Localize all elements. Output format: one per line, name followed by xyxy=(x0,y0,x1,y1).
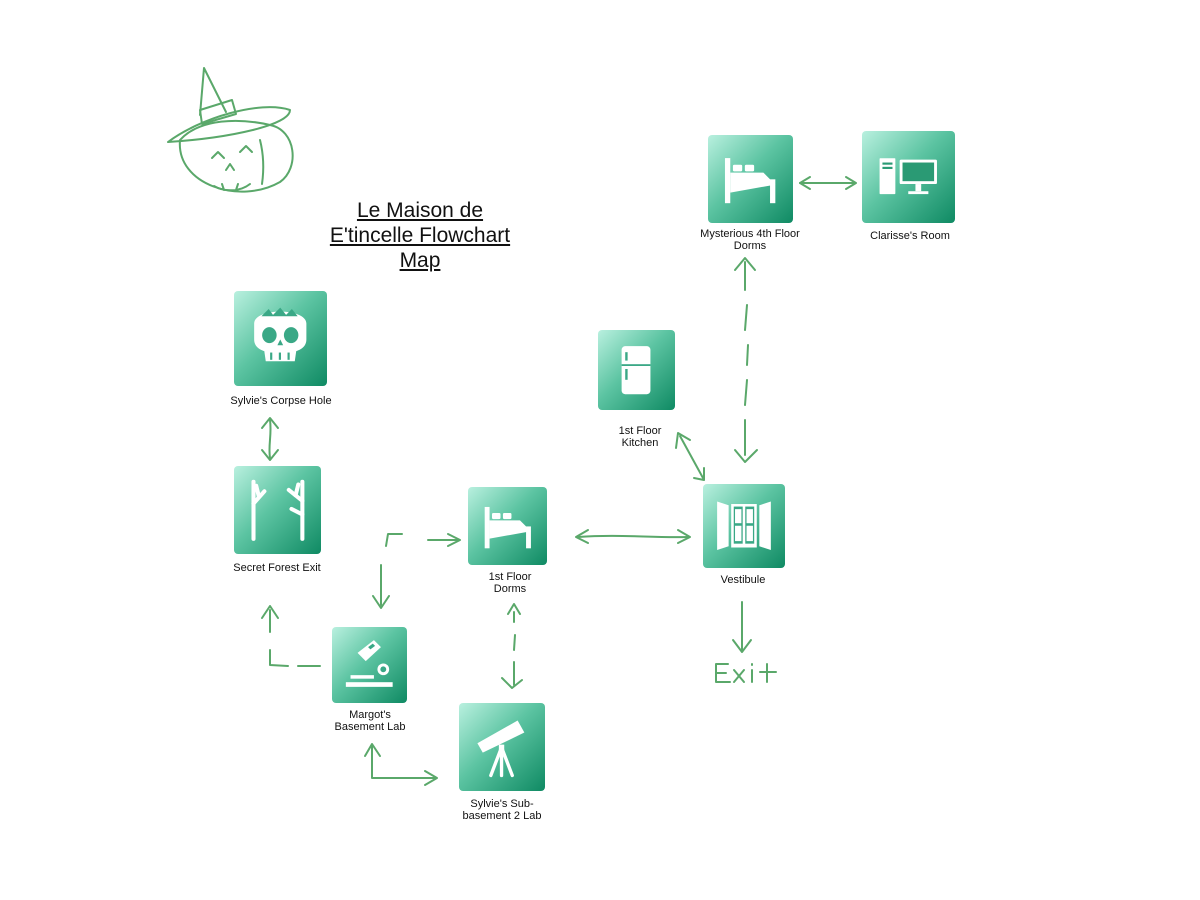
fridge-icon xyxy=(622,345,651,395)
room-label-clarisse: Clarisse's Room xyxy=(870,230,950,242)
room-tile-clarisse[interactable] xyxy=(862,131,955,223)
room-tile-sylvie-lab[interactable] xyxy=(459,703,545,791)
room-tile-margot-lab[interactable] xyxy=(332,627,407,703)
arrow-dorms4-clarisse xyxy=(799,176,857,190)
arrow-margot-forest xyxy=(261,605,321,667)
arrow-junction-dorms1-margot xyxy=(372,533,461,609)
room-label-dorms-1st: 1st Floor Dorms xyxy=(488,571,532,595)
room-tile-vestibule[interactable] xyxy=(703,484,785,568)
arrow-vestibule-exit xyxy=(732,601,752,653)
arrow-kitchen-vestibule xyxy=(675,432,705,481)
room-label-mysterious-dorms: Mysterious 4th Floor Dorms xyxy=(700,228,800,252)
telescope-icon xyxy=(477,720,525,777)
room-label-kitchen: 1st Floor Kitchen xyxy=(618,425,662,449)
arrow-dorms1-sylvielab xyxy=(501,603,523,689)
door-icon xyxy=(717,501,771,551)
exit-scrawl xyxy=(715,663,777,683)
bed-icon xyxy=(725,157,776,203)
room-label-vestibule: Vestibule xyxy=(720,574,766,586)
room-label-corpse-hole: Sylvie's Corpse Hole xyxy=(230,395,332,407)
room-tile-kitchen[interactable] xyxy=(598,330,675,410)
bed-icon xyxy=(484,506,531,548)
room-label-sylvie-lab: Sylvie's Sub- basement 2 Lab xyxy=(462,798,542,822)
arrow-dorms4-vestibule xyxy=(734,257,758,463)
room-label-forest-exit: Secret Forest Exit xyxy=(233,562,321,574)
page-title: Le Maison de E'tincelle Flowchart Map xyxy=(329,199,511,272)
tree-icon xyxy=(251,479,304,541)
computer-icon xyxy=(879,158,938,195)
room-tile-dorms-1st[interactable] xyxy=(468,487,547,565)
room-label-margot-lab: Margot's Basement Lab xyxy=(334,709,406,733)
pumpkin-witch-doodle xyxy=(167,67,294,193)
room-tile-forest-exit[interactable] xyxy=(234,466,321,554)
skull-icon xyxy=(254,308,307,362)
arrow-dorms1-vestibule xyxy=(575,529,691,544)
arrow-margot-sylvielab xyxy=(364,743,438,786)
room-tile-corpse-hole[interactable] xyxy=(234,291,327,386)
arrow-corpse-forest xyxy=(261,417,279,461)
room-tile-mysterious-dorms[interactable] xyxy=(708,135,793,223)
microscope-icon xyxy=(346,640,393,688)
